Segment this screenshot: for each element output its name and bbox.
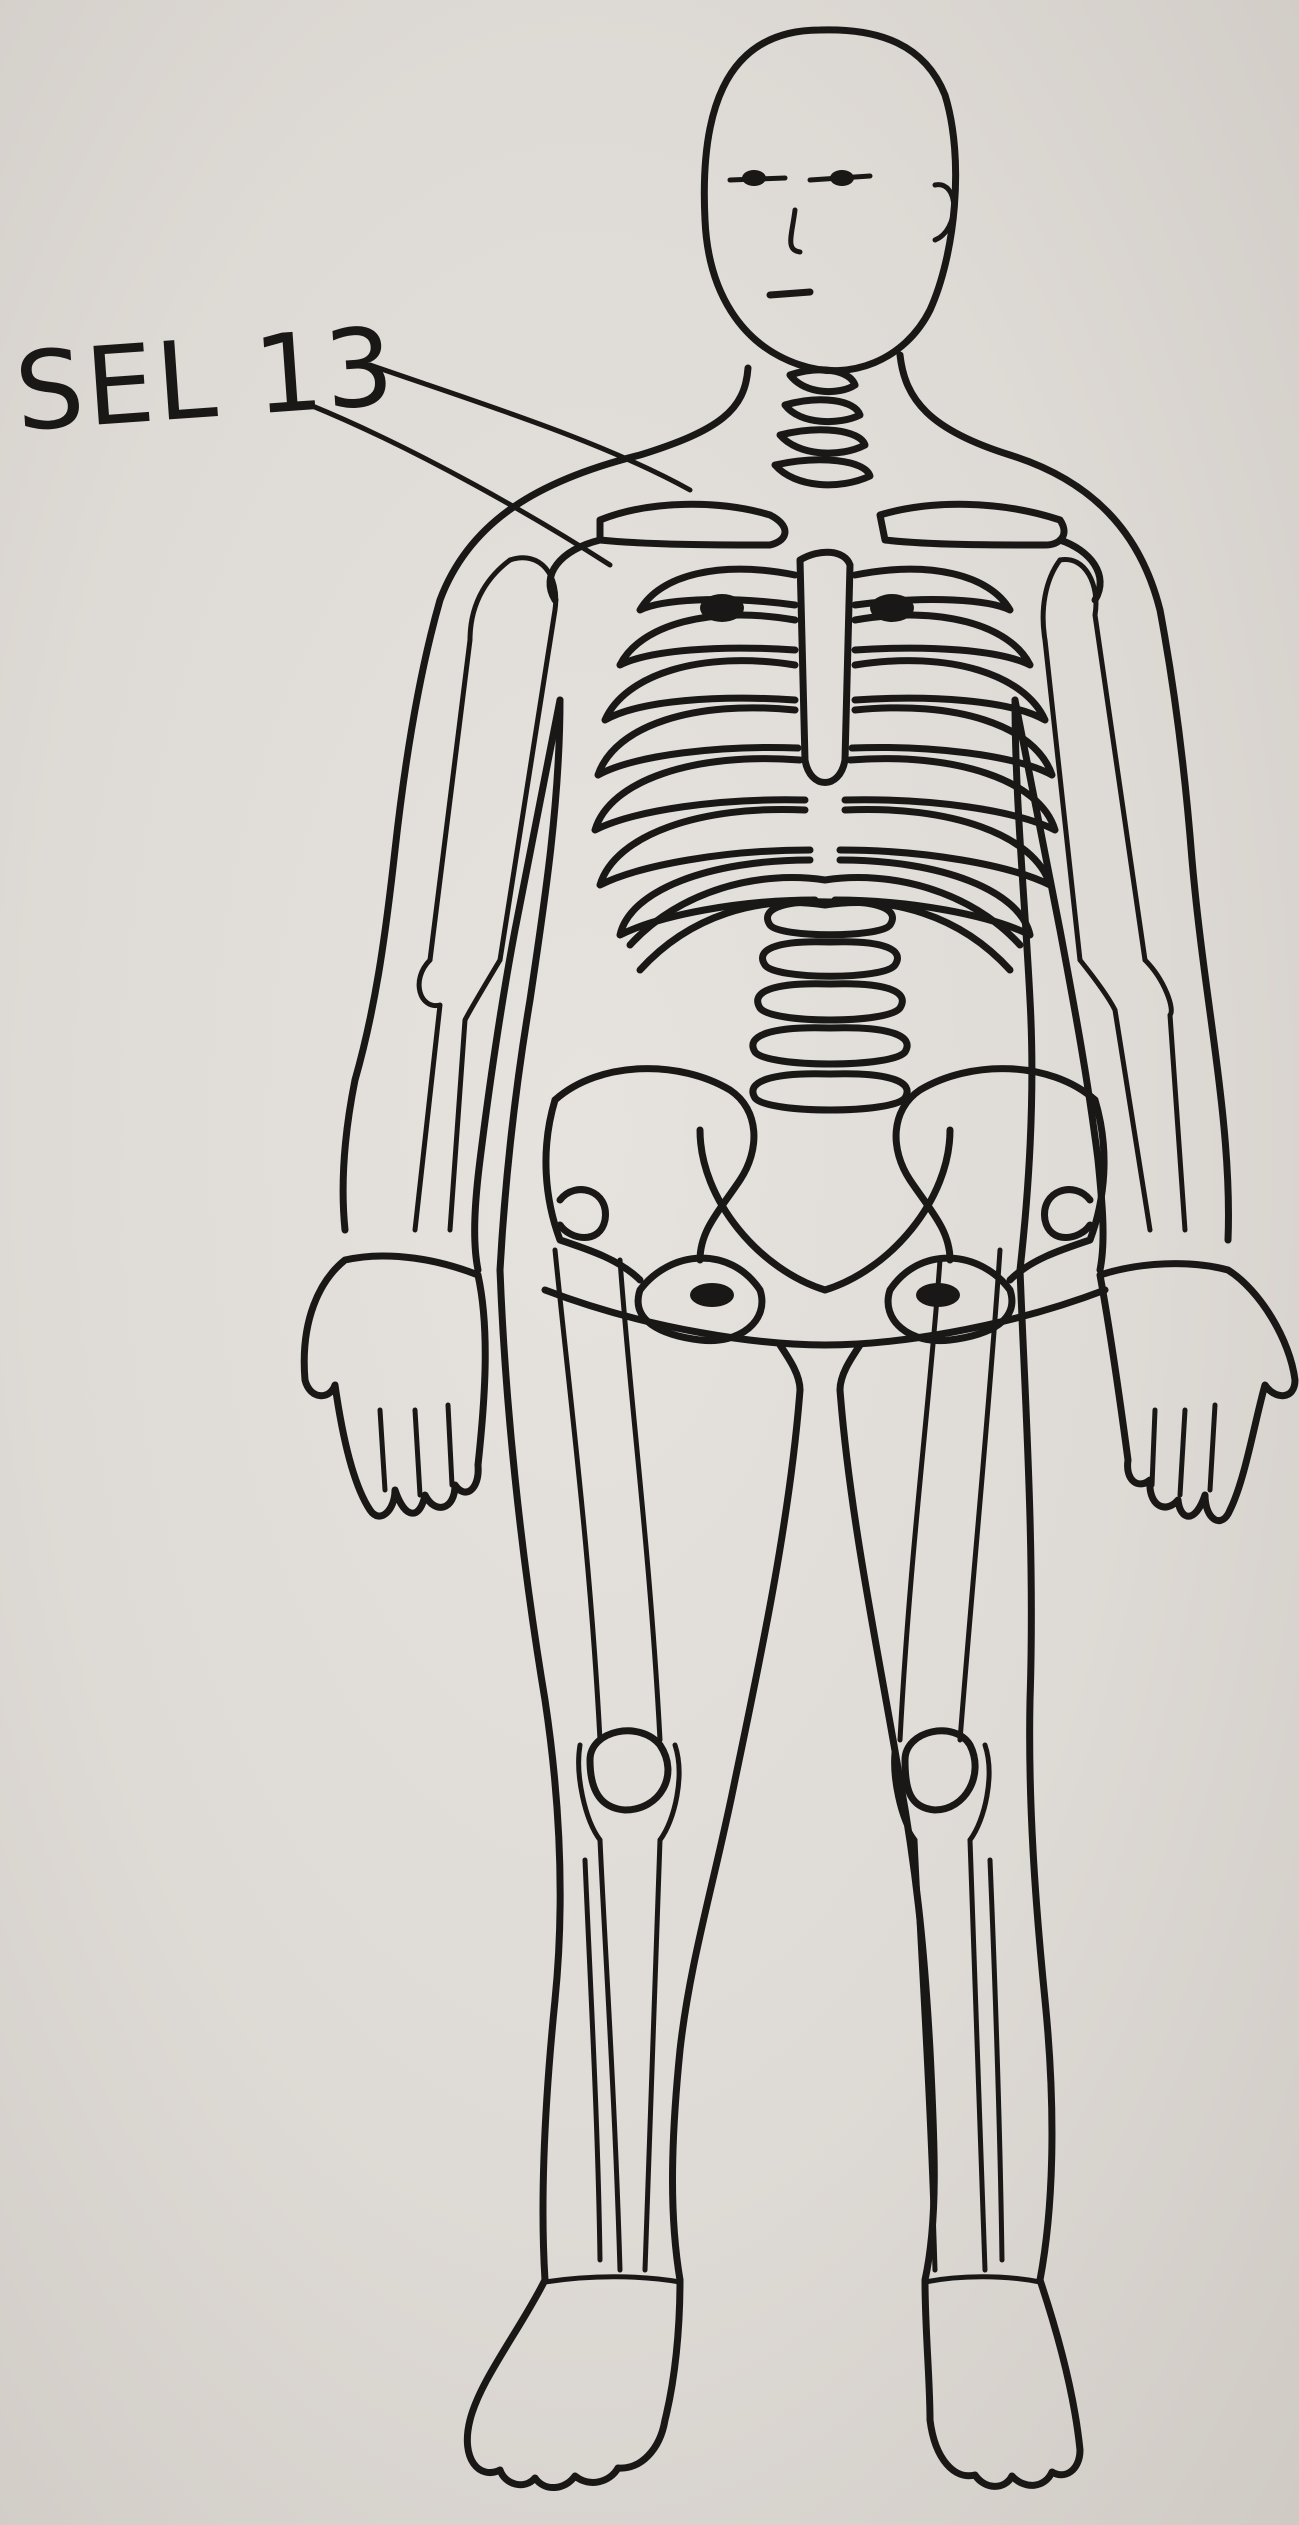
skeleton-figure-icon bbox=[304, 30, 1295, 2488]
lumbar-spine bbox=[753, 902, 907, 1110]
annotation-label: SEL 13 bbox=[11, 305, 400, 456]
left-foot bbox=[467, 2277, 680, 2488]
cervical-spine bbox=[775, 370, 870, 485]
left-hand bbox=[304, 1256, 485, 1516]
rib-cage bbox=[595, 569, 1055, 970]
head bbox=[704, 30, 955, 371]
legs-outline bbox=[500, 1270, 1052, 2280]
right-hand bbox=[1100, 1264, 1295, 1521]
right-foot bbox=[925, 2277, 1080, 2487]
sternum bbox=[800, 552, 850, 782]
